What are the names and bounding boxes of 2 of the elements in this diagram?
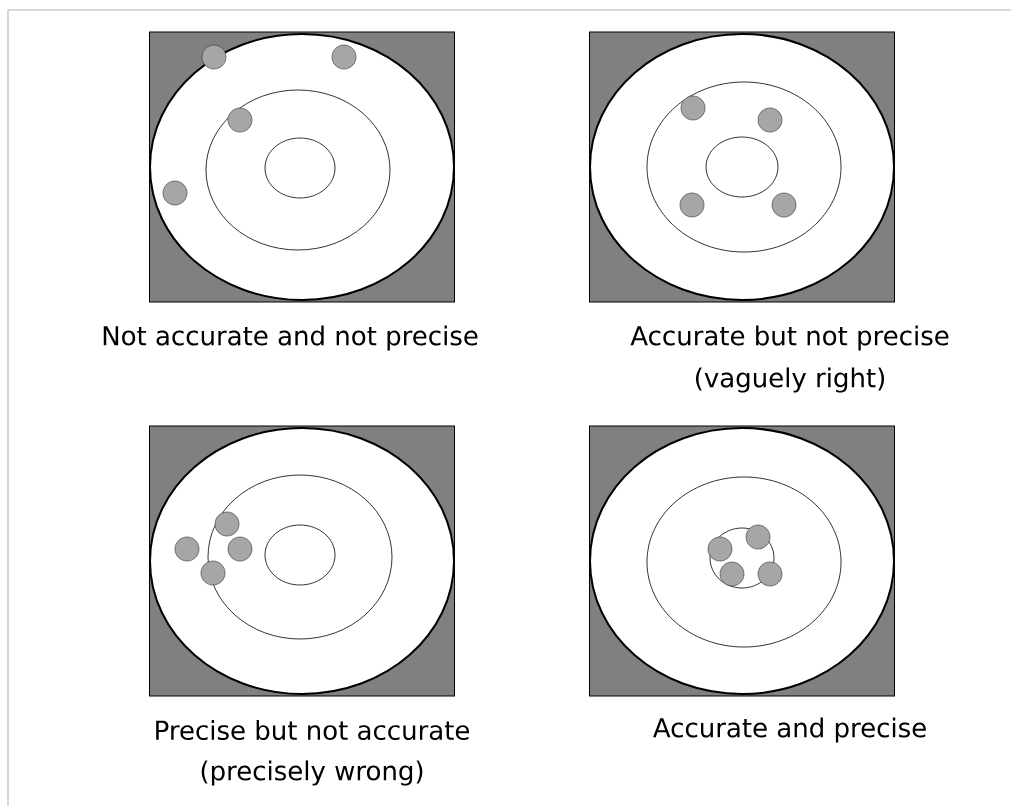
caption: (precisely wrong) bbox=[201, 760, 423, 786]
caption: (vaguely right) bbox=[695, 367, 885, 393]
